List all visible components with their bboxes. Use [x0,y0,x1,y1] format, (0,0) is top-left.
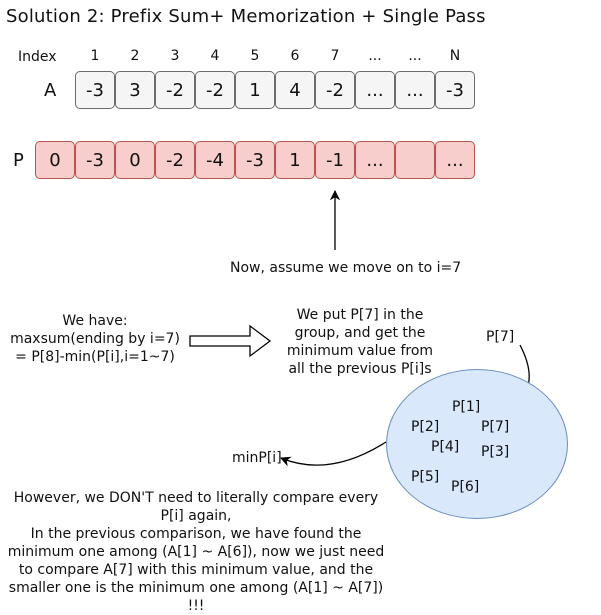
array-p-cell: 1 [275,141,315,179]
array-a-cell: -2 [195,71,235,109]
circle-item: P[7] [481,419,510,435]
index-cell: ... [408,48,422,64]
index-cell: ... [368,48,382,64]
array-a-cell: ... [395,71,435,109]
index-cell: N [449,48,461,64]
row-a-label: A [44,80,57,101]
put-line: all the previous P[i]s [288,361,432,377]
array-a-cell: 1 [235,71,275,109]
array-p-cell: -2 [155,141,195,179]
circle-item: P[3] [481,444,510,460]
index-cell: 6 [290,48,300,64]
array-p-cell: 0 [35,141,75,179]
array-a-cell: 3 [115,71,155,109]
index-cell: 7 [330,48,340,64]
array-p-cell: 0 [115,141,155,179]
explanation-line: smaller one is the minimum one among (A[… [8,580,384,614]
page-title: Solution 2: Prefix Sum+ Memorization + S… [6,6,486,27]
circle-item: P[6] [451,479,480,495]
put-line: We put P[7] in the [296,307,424,323]
array-a-cell: 4 [275,71,315,109]
array-a-cell: -2 [315,71,355,109]
p7-label: P[7] [486,329,515,345]
array-p-cell: -1 [315,141,355,179]
index-label: Index [18,49,57,65]
array-a-cell: -3 [435,71,475,109]
array-a-cell: -3 [75,71,115,109]
put-text: We put P[7] in the group, and get the mi… [277,306,443,378]
put-line: minimum value from [286,343,434,359]
array-p-cell: -4 [195,141,235,179]
array-a-cell: ... [355,71,395,109]
row-p-label: P [13,150,24,171]
circle-item: P[1] [452,399,481,415]
we-have-line: We have: [62,313,128,329]
index-cell: 4 [210,48,220,64]
array-p-cell [395,141,435,179]
group-circle [386,369,568,519]
implies-arrow [189,324,272,358]
circle-item: P[2] [411,419,440,435]
index-cell: 2 [130,48,140,64]
index-cell: 3 [170,48,180,64]
circle-item: P[4] [431,439,460,455]
index-cell: 5 [250,48,260,64]
min-label: minP[i] [232,450,282,466]
array-p-cell: -3 [75,141,115,179]
we-have-line: = P[8]-min(P[i],i=1~7) [15,349,175,365]
group-to-min-arrow [280,441,387,467]
put-line: group, and get the [294,325,426,341]
explanation-line: In the previous comparison, we have foun… [30,526,362,542]
array-p-cell: -3 [235,141,275,179]
explanation-text: However, we DON'T need to literally comp… [0,489,392,615]
explanation-line: However, we DON'T need to literally comp… [13,490,379,506]
array-a-cell: -2 [155,71,195,109]
we-have-text: We have: maxsum(ending by i=7) = P[8]-mi… [10,312,180,366]
array-p-cell: ... [435,141,475,179]
circle-item: P[5] [411,469,440,485]
index-cell: 1 [90,48,100,64]
arrow-note: Now, assume we move on to i=7 [230,260,462,276]
array-p-cell: ... [355,141,395,179]
we-have-line: maxsum(ending by i=7) [10,331,180,347]
explanation-line: minimum one among (A[1] ~ A[6]), now we … [7,544,385,560]
explanation-line: P[i] again, [160,508,232,524]
explanation-line: to compare A[7] with this minimum value,… [18,562,374,578]
